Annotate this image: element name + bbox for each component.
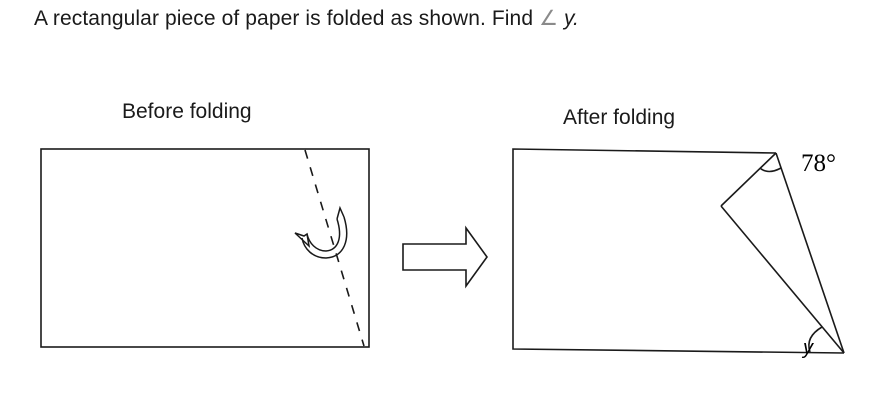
before-folding-caption: Before folding [122, 100, 252, 123]
after-folding-caption: After folding [563, 106, 676, 129]
angle-symbol: ∠ [539, 7, 559, 30]
angle-arc-78 [759, 167, 782, 173]
question-variable: y. [563, 7, 579, 30]
before-rectangle [40, 148, 370, 348]
fold-crease [775, 152, 845, 354]
question-text: A rectangular piece of paper is folded a… [34, 6, 579, 31]
after-folded-paper [512, 148, 845, 354]
fold-line [304, 149, 365, 347]
folded-flap-side-edge [720, 205, 845, 354]
folded-flap-top-edge [720, 152, 777, 207]
folded-paper-outline [512, 148, 845, 354]
unknown-angle-label: y [803, 337, 813, 359]
right-arrow-icon [402, 225, 488, 289]
question-sentence: A rectangular piece of paper is folded a… [34, 7, 534, 30]
fold-arrow-icon [294, 205, 348, 259]
given-angle-label: 78° [801, 150, 836, 177]
angle-arc-y [808, 326, 823, 353]
